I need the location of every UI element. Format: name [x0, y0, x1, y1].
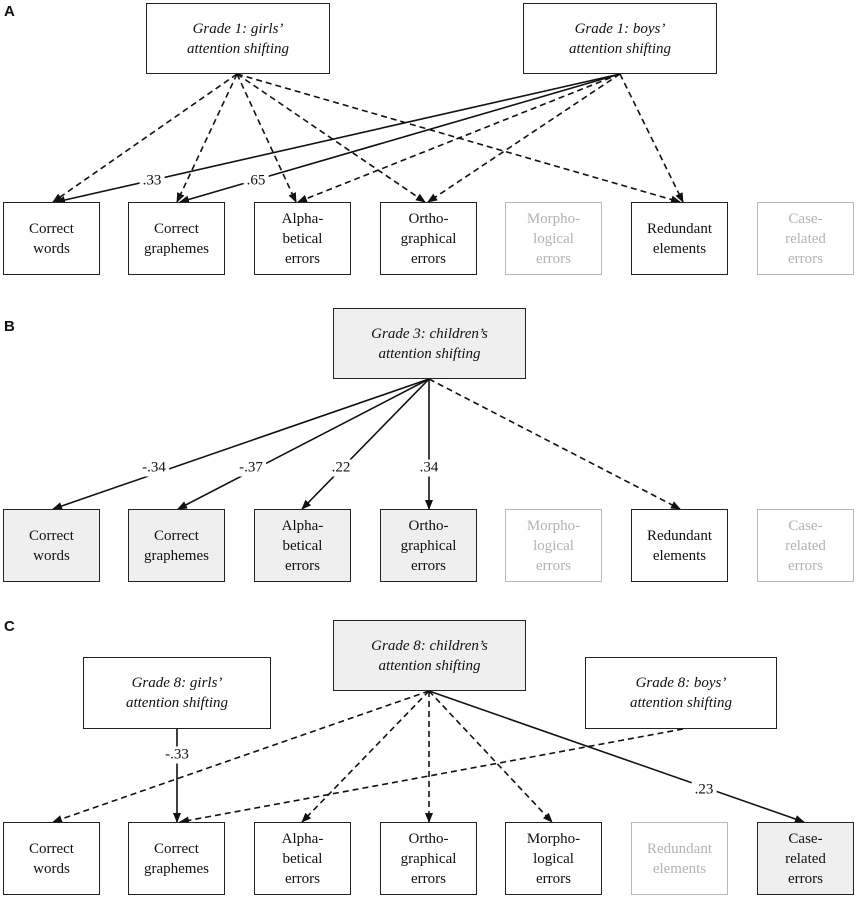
panel-b-morphological-errors-box: Morpho- logical errors	[505, 509, 602, 582]
panel-c-girls-predictor-box: Grade 8: girls’ attention shifting	[83, 657, 271, 729]
arrow-b-redundant	[428, 378, 681, 510]
panel-c-correct-words-box: Correct words	[3, 822, 100, 895]
panel-a-correct-graphemes-box: Correct graphemes	[128, 202, 225, 275]
arrow-c-children-case-related	[428, 690, 805, 823]
arrow-a-girls-orthographical	[236, 73, 426, 203]
panel-c-correct-graphemes-box: Correct graphemes	[128, 822, 225, 895]
panel-a-case-related-errors-box: Case- related errors	[757, 202, 854, 275]
panel-a-letter: A	[4, 3, 15, 20]
panel-b-coefficient-1: -.34	[139, 459, 169, 477]
panel-b-case-related-errors-box: Case- related errors	[757, 509, 854, 582]
panel-b-correct-words-box: Correct words	[3, 509, 100, 582]
arrow-c-children-alphabetical	[301, 690, 430, 823]
panel-c-coefficient-2: .23	[691, 781, 717, 799]
panel-c-coefficient-1: -.33	[162, 746, 192, 764]
arrow-a-girls-alphabetical	[236, 73, 297, 203]
panel-a-coefficient-2: .65	[243, 172, 269, 190]
panel-a-morphological-errors-box: Morpho- logical errors	[505, 202, 602, 275]
panel-c-case-related-errors-box: Case- related errors	[757, 822, 854, 895]
panel-a-girls-predictor-box: Grade 1: girls’ attention shifting	[146, 3, 330, 74]
arrow-a-girls-correct-words	[52, 73, 238, 203]
arrow-b-correct-words	[52, 378, 430, 510]
panel-b-alphabetical-errors-box: Alpha- betical errors	[254, 509, 351, 582]
panel-c-boys-predictor-box: Grade 8: boys’ attention shifting	[585, 657, 777, 729]
panel-b-orthographical-errors-box: Ortho- graphical errors	[380, 509, 477, 582]
arrow-c-children-correct-words	[52, 690, 430, 823]
arrow-b-alphabetical	[301, 378, 430, 510]
panel-a-redundant-elements-box: Redundant elements	[631, 202, 728, 275]
panel-c-orthographical-errors-box: Ortho- graphical errors	[380, 822, 477, 895]
panel-b-letter: B	[4, 318, 15, 335]
panel-b-coefficient-3: .22	[328, 459, 354, 477]
panel-a-boys-predictor-box: Grade 1: boys’ attention shifting	[523, 3, 717, 74]
panel-c-letter: C	[4, 618, 15, 635]
arrow-c-boys-correct-graphemes	[179, 728, 684, 825]
panel-c-redundant-elements-box: Redundant elements	[631, 822, 728, 895]
panel-a-coefficient-1: .33	[139, 172, 165, 190]
panel-a-correct-words-box: Correct words	[3, 202, 100, 275]
panel-a-alphabetical-errors-box: Alpha- betical errors	[254, 202, 351, 275]
arrow-a-boys-orthographical	[427, 73, 621, 203]
panel-c-children-predictor-box: Grade 8: children’s attention shifting	[333, 620, 526, 691]
panel-b-children-predictor-box: Grade 3: children’s attention shifting	[333, 308, 526, 379]
panel-c-morphological-errors-box: Morpho- logical errors	[505, 822, 602, 895]
panel-b-redundant-elements-box: Redundant elements	[631, 509, 728, 582]
panel-c-alphabetical-errors-box: Alpha- betical errors	[254, 822, 351, 895]
arrow-a-boys-redundant	[619, 73, 684, 203]
panel-a-orthographical-errors-box: Ortho- graphical errors	[380, 202, 477, 275]
arrow-a-boys-alphabetical	[297, 73, 621, 203]
arrow-b-correct-graphemes	[177, 378, 430, 510]
panel-b-coefficient-2: -.37	[236, 459, 266, 477]
arrow-a-girls-correct-graphemes	[176, 73, 238, 203]
panel-b-coefficient-4: .34	[416, 459, 442, 477]
panel-b-correct-graphemes-box: Correct graphemes	[128, 509, 225, 582]
